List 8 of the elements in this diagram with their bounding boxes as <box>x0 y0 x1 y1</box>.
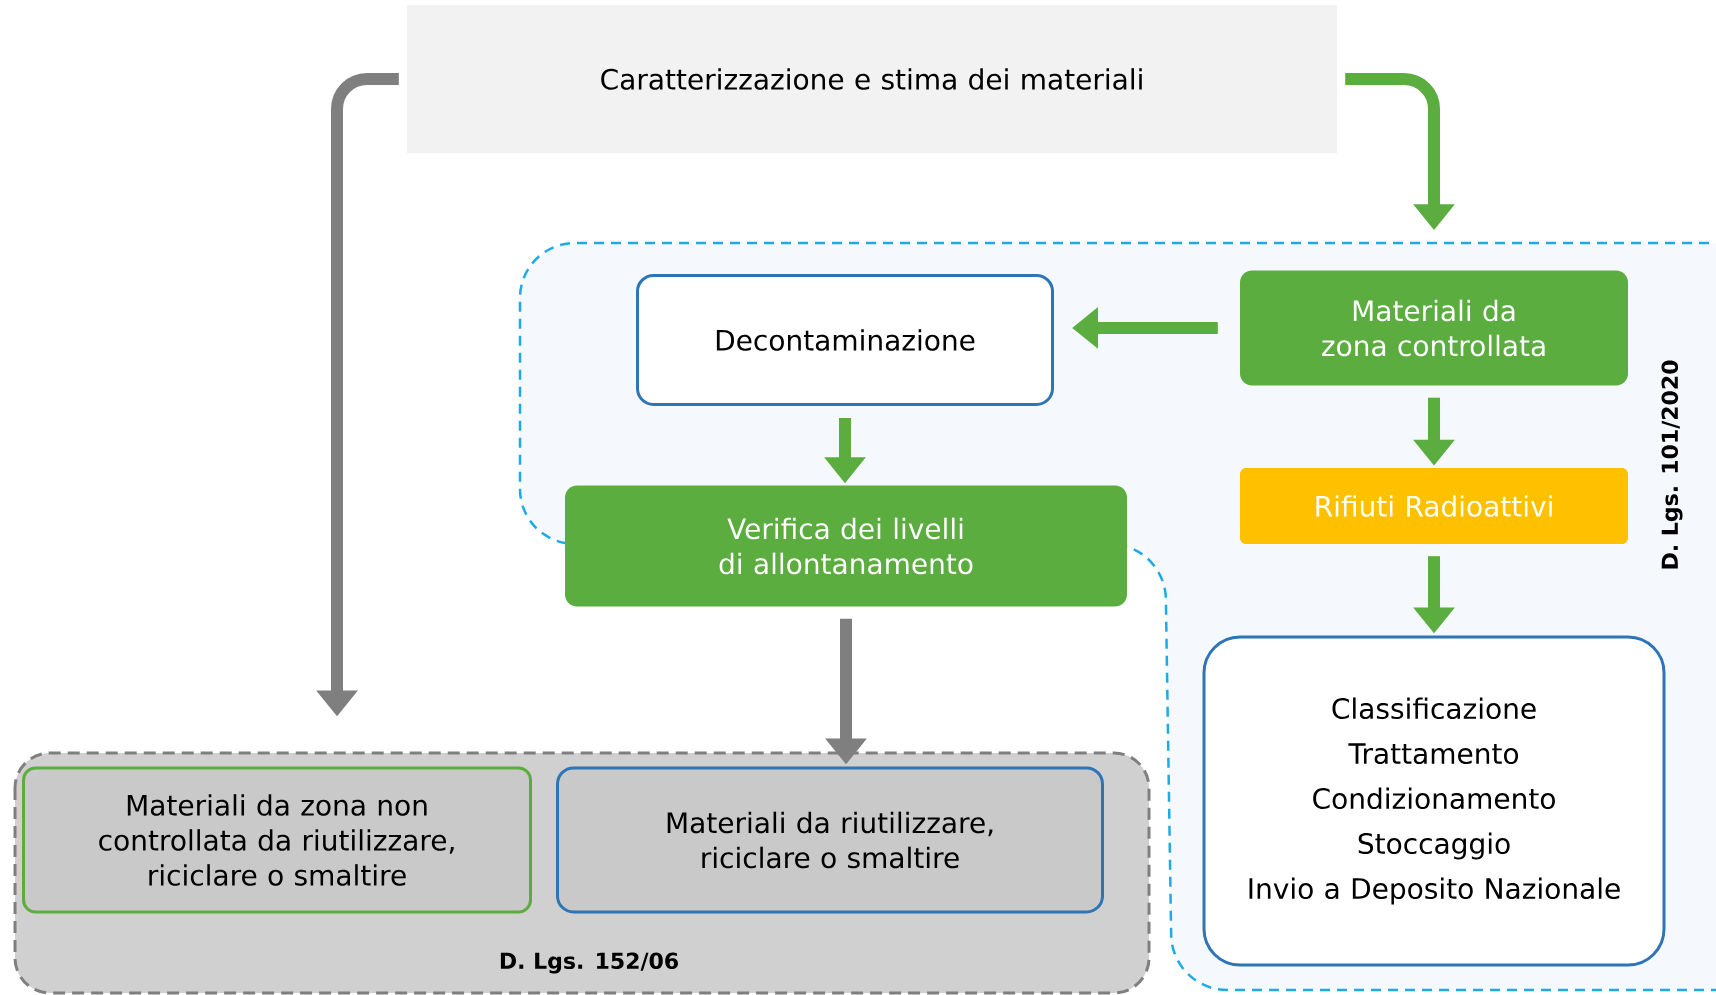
process-box: Classificazione Trattamento Condizionamento Stoccaggio Invio a Deposito Nazionale <box>1202 635 1666 967</box>
process-box: Materiali da zona controllata <box>1240 270 1628 386</box>
process-box: Materiali da riutilizzare, riciclare o smaltire <box>556 766 1104 914</box>
process-box: Verifica dei livelli di allontanamento <box>565 485 1127 607</box>
process-box: Rifiuti Radioattivi <box>1240 468 1628 544</box>
title-box: Caratterizzazione e stima dei materiali <box>407 5 1337 153</box>
process-box: Decontaminazione <box>636 274 1054 406</box>
process-box: Materiali da zona non controllata da riutilizzare, riciclare o smaltire <box>22 766 532 914</box>
